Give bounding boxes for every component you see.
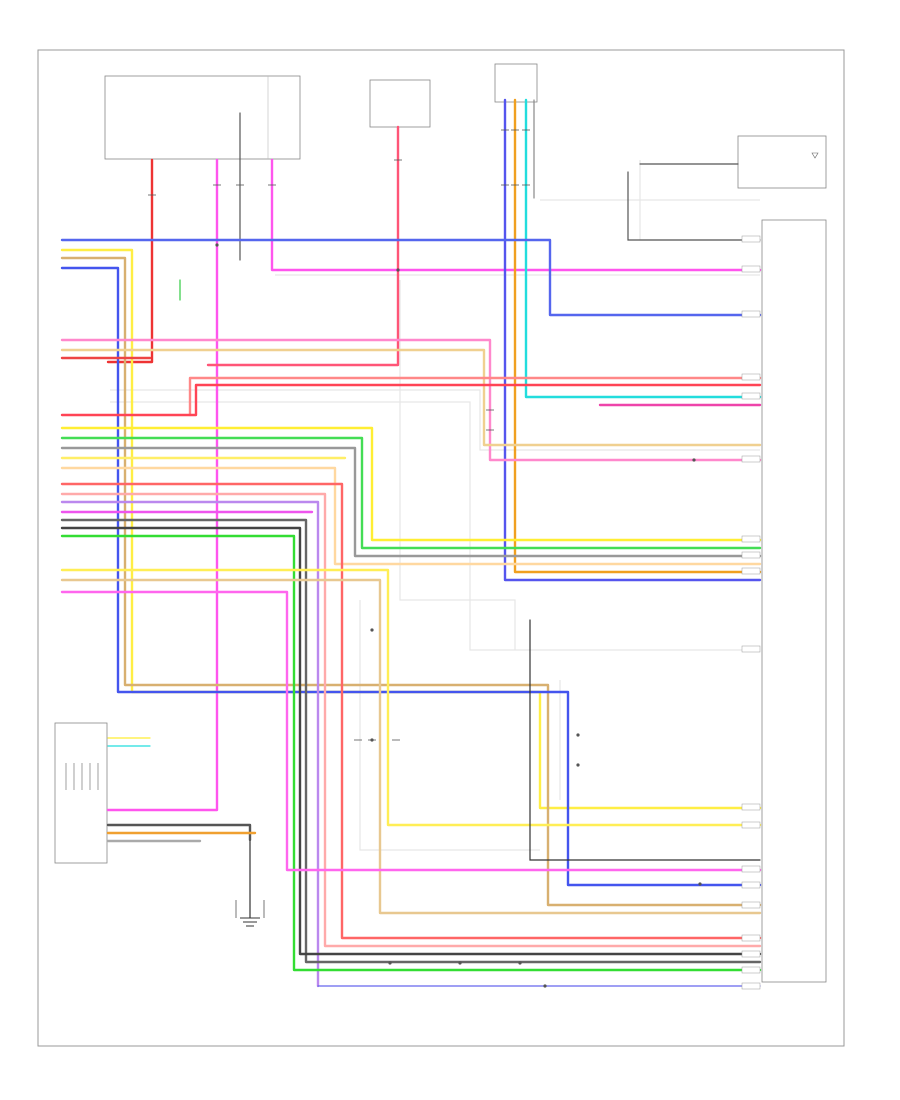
wire-blue-left (60, 266, 762, 887)
diagram-frame (37, 49, 845, 1047)
main-unit-pins (741, 235, 761, 990)
wire-grey-bl (106, 823, 252, 842)
wire-pink-b (270, 158, 762, 272)
module-top-mid (369, 79, 431, 128)
wire-salmon-row (188, 376, 762, 417)
wire-dark-right-b (627, 171, 761, 241)
module-bottom-left (54, 722, 108, 864)
wire-pink-a (106, 158, 219, 812)
wire-black-mid (60, 526, 762, 956)
wire-grey-mid (60, 446, 762, 558)
module-right-small (737, 135, 827, 189)
wire-magenta-row (60, 338, 762, 462)
wire-tan-low (60, 578, 762, 915)
wire-red-mid (206, 125, 400, 367)
connector-icon (65, 763, 99, 790)
wire-grey-mid2 (60, 518, 762, 964)
wire-tan-top (60, 256, 762, 907)
splice-dots (215, 243, 702, 988)
wire-green-low (60, 534, 762, 972)
wire-violet (60, 500, 320, 988)
faint-wires (110, 160, 760, 851)
wire-blue-tr (503, 98, 762, 582)
module-main-unit (761, 219, 827, 983)
wire-tan-row (60, 348, 762, 447)
module-top-left (104, 75, 301, 160)
wire-blue-top (60, 238, 762, 317)
wire-red-mid2 (60, 482, 762, 940)
wire-tan-mid (60, 466, 762, 566)
wire-ticks (148, 129, 530, 741)
wire-orange-tr (513, 98, 762, 574)
wire-lightred (60, 492, 762, 948)
wire-yellow-low (60, 568, 762, 827)
wire-red (106, 158, 154, 364)
ground-symbol-icon (235, 840, 265, 927)
wire-red-row2 (60, 383, 762, 417)
wire-cyan-tr (524, 98, 762, 399)
wire-green-mid (60, 436, 762, 550)
wire-dark-bottom (529, 619, 761, 861)
wire-yellow-mid (60, 426, 762, 542)
module-top-right (494, 63, 538, 103)
wire-pink-low (60, 590, 762, 872)
